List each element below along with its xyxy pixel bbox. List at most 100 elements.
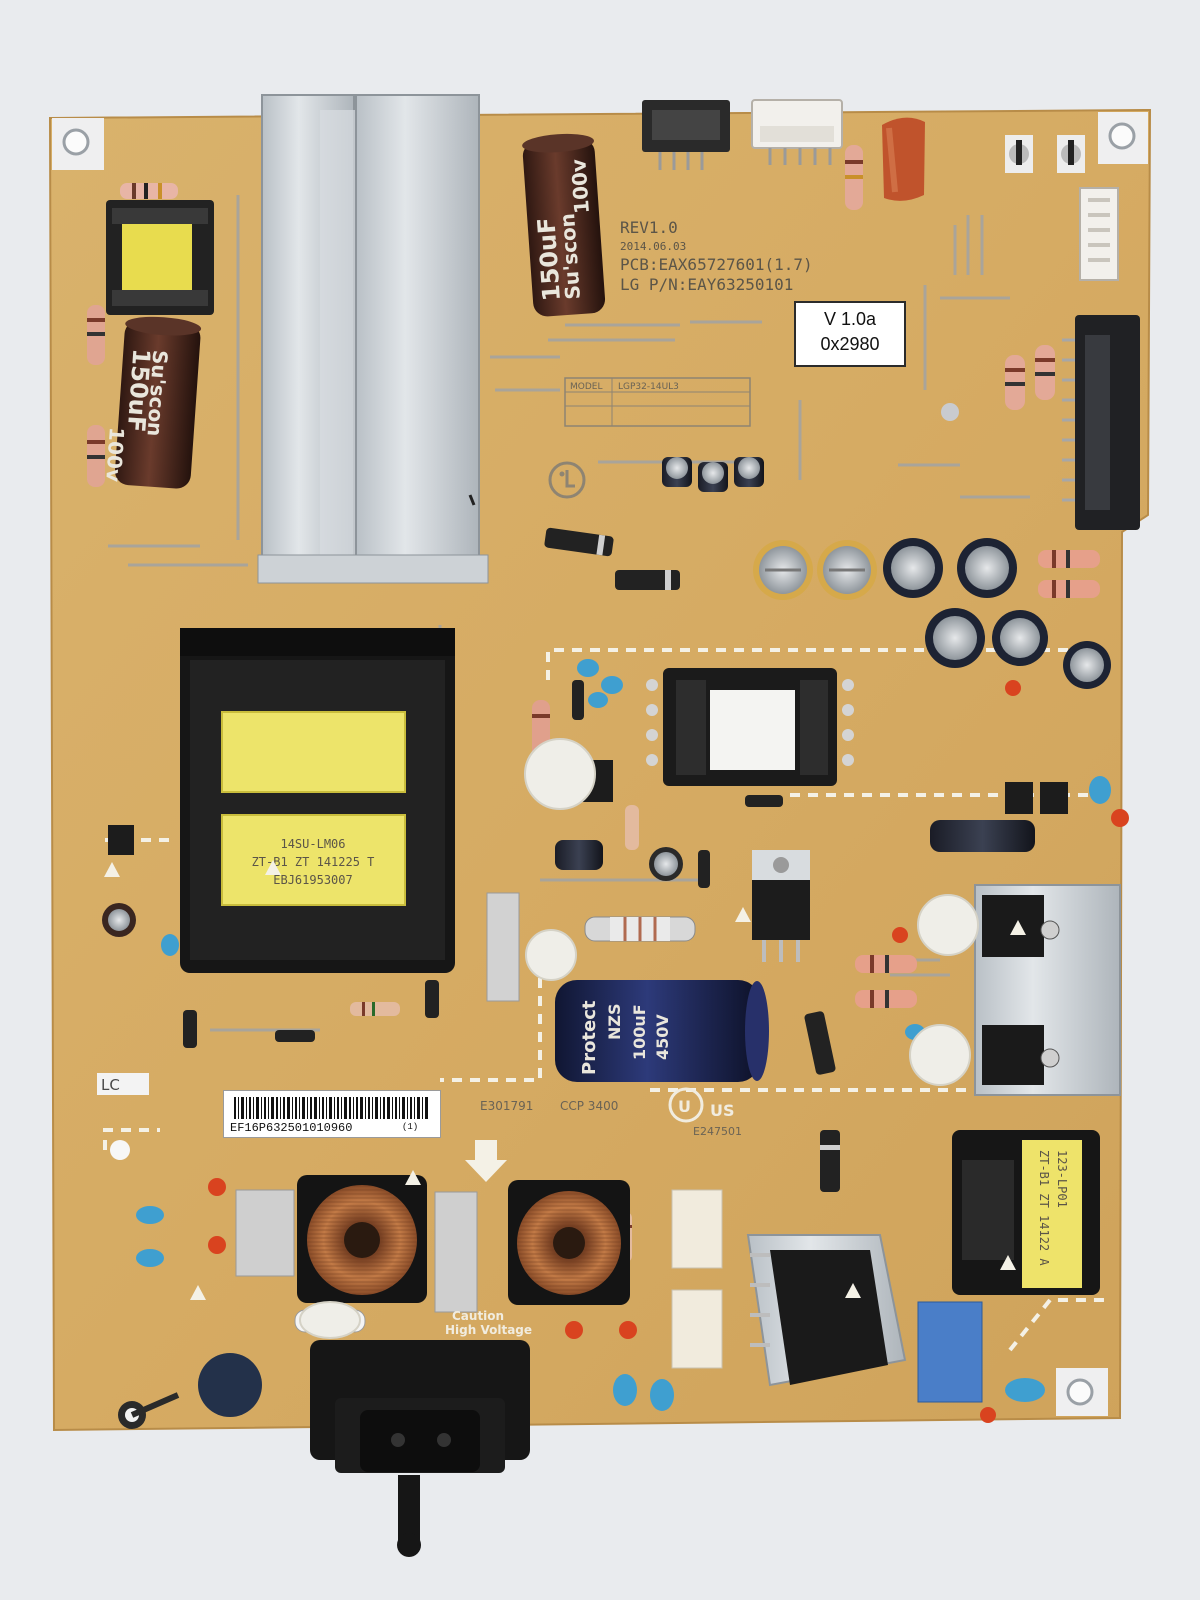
electrolytic-capacitor xyxy=(925,608,985,668)
cap-value-text: 150uF xyxy=(532,217,566,302)
barcode-icon xyxy=(234,1097,428,1119)
diode xyxy=(572,680,584,720)
electrolytic-capacitor xyxy=(698,462,728,492)
lc-label: LC xyxy=(97,1073,149,1095)
aux-transformer xyxy=(106,200,214,315)
cert-number: E301791 xyxy=(480,1099,533,1113)
rating-text: CCP 3400 xyxy=(560,1099,618,1113)
x-capacitor xyxy=(486,892,520,1002)
bulk-cap-value: 100uF xyxy=(630,1004,649,1060)
electrolytic-capacitor xyxy=(734,457,764,487)
barcode-serial: EF16P632501010960 xyxy=(230,1121,353,1135)
arrow-icon xyxy=(465,1140,507,1182)
resistor xyxy=(120,183,178,199)
electrolytic-capacitor-yellow xyxy=(817,540,877,600)
electrolytic-capacitor xyxy=(883,538,943,598)
cap-voltage-text: 100v xyxy=(101,426,129,482)
version-sticker-line1: V 1.0a xyxy=(823,309,877,329)
bulk-cap-voltage: 450V xyxy=(653,1014,672,1060)
electrolytic-capacitor xyxy=(992,610,1048,666)
jumper-wires xyxy=(108,195,1030,1032)
standby-transformer: 123-LP01 ZT-B1 ZT 14122 A xyxy=(952,1130,1100,1295)
diode xyxy=(183,1010,197,1048)
resistor xyxy=(1038,580,1100,598)
transformer-label-line2: ZT-B1 ZT 141225 T xyxy=(252,855,375,869)
board-part-number: LG P/N:EAY63250101 xyxy=(620,275,793,294)
ac-inlet xyxy=(310,1340,530,1557)
cert-number-2: E247501 xyxy=(693,1125,742,1138)
model-table-title: MODEL xyxy=(570,382,602,392)
heatsink-base xyxy=(257,554,489,584)
standby-transformer-line2: ZT-B1 ZT 14122 A xyxy=(1037,1150,1051,1266)
diode xyxy=(820,1130,840,1192)
bulk-cap-brand: Protect xyxy=(579,1000,600,1075)
electrolytic-capacitor-left: Su'scon 150uF 100v xyxy=(101,316,202,489)
varistor xyxy=(198,1353,262,1417)
electrolytic-capacitor xyxy=(649,847,683,881)
hv-warning-line1: Caution xyxy=(452,1309,504,1323)
mounting-hole xyxy=(1056,1368,1108,1416)
mounting-hole xyxy=(1098,112,1148,164)
diode xyxy=(544,527,614,557)
fuse xyxy=(584,916,696,942)
regulator-ic xyxy=(752,850,810,962)
standby-transformer-line1: 123-LP01 xyxy=(1055,1150,1069,1208)
mounting-hole xyxy=(110,1140,130,1160)
connector-main-output xyxy=(1062,315,1140,530)
electrolytic-capacitor xyxy=(662,457,692,487)
bridge-rectifier xyxy=(746,1234,907,1387)
resistor xyxy=(350,1002,400,1016)
version-sticker: V 1.0a 0x2980 xyxy=(794,301,906,367)
heatsink-mosfet xyxy=(974,884,1121,1096)
resistor xyxy=(87,425,105,487)
lg-logo xyxy=(548,461,586,499)
x-capacitor xyxy=(434,1191,478,1313)
resistor xyxy=(855,955,917,973)
resistor xyxy=(87,305,105,365)
mounting-hole xyxy=(52,118,104,170)
resistor xyxy=(845,145,863,210)
bulk-capacitor: Protect NZS 100uF 450V xyxy=(555,980,769,1082)
electrolytic-capacitor-yellow xyxy=(753,540,813,600)
electrolytic-capacitor xyxy=(555,840,603,870)
test-terminal xyxy=(1057,135,1085,173)
electrolytic-capacitor xyxy=(941,403,959,421)
llc-transformer xyxy=(646,668,854,786)
electrolytic-capacitor xyxy=(930,820,1035,852)
bulk-cap-series: NZS xyxy=(605,1003,624,1040)
diodes xyxy=(183,527,840,1192)
resistor xyxy=(1035,345,1055,400)
diode xyxy=(804,1011,836,1075)
transformer-label-line3: EBJ61953007 xyxy=(273,873,352,887)
version-sticker-line2: 0x2980 xyxy=(820,334,880,354)
hv-warning-line2: High Voltage xyxy=(445,1323,532,1337)
electrolytic-capacitor xyxy=(1063,641,1111,689)
common-mode-choke-left xyxy=(297,1175,427,1303)
resistor xyxy=(855,990,917,1008)
electrolytic-capacitor xyxy=(957,538,1017,598)
x-capacitor-blue xyxy=(917,1301,983,1403)
electrolytic-capacitor xyxy=(102,903,136,937)
barcode-label: EF16P632501010960 (1) xyxy=(223,1090,441,1138)
cap-value-text: 150uF xyxy=(122,348,156,433)
ul-mark: U US xyxy=(668,1087,735,1123)
board-rev: REV1.0 xyxy=(620,218,678,237)
common-mode-choke-right xyxy=(508,1180,630,1305)
diode xyxy=(615,570,680,590)
diode xyxy=(698,850,710,888)
model-table-value: LGP32-14UL3 xyxy=(618,382,679,392)
x-capacitor xyxy=(235,1189,295,1277)
heatsink-left xyxy=(261,94,360,581)
model-table: MODEL LGP32-14UL3 xyxy=(564,377,751,427)
resistor xyxy=(625,805,639,850)
mounting-hole xyxy=(118,1392,180,1429)
svg-text:U: U xyxy=(678,1097,691,1116)
diode xyxy=(425,980,439,1018)
small-capacitors xyxy=(102,403,1111,937)
silicone-glue xyxy=(299,738,979,1339)
film-capacitor-red xyxy=(882,117,925,201)
resistor xyxy=(1038,550,1100,568)
connector-top-white xyxy=(751,99,843,165)
